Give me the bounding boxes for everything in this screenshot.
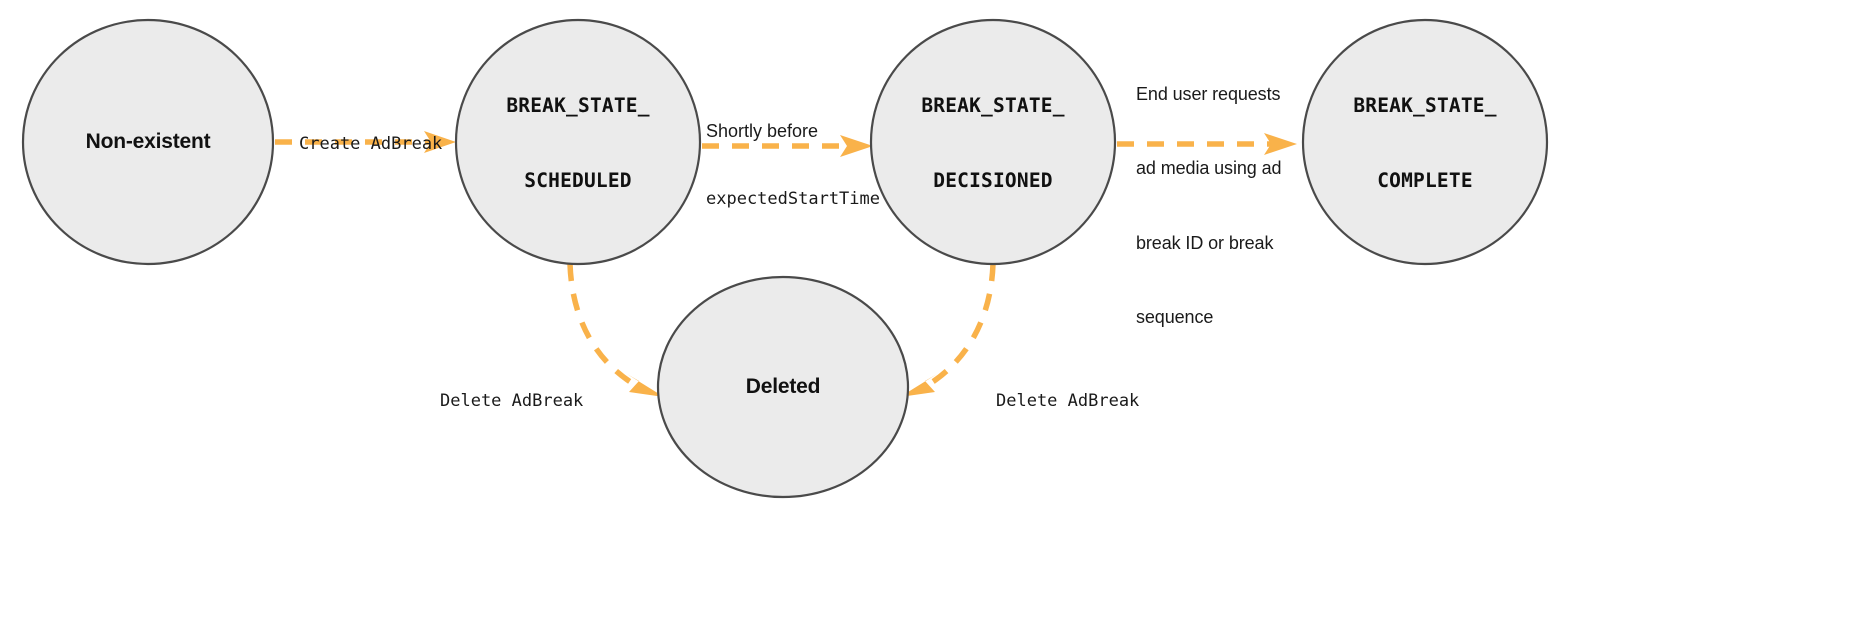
edge-delete-adbreak-from-scheduled[interactable] (567, 263, 664, 397)
edge-label-shortly-before-expected-start-time: Shortly before expectedStartTime (706, 75, 880, 256)
edge-label-delete-adbreak-from-scheduled: Delete AdBreak (440, 343, 583, 460)
edge-end-user-requests-ad-media[interactable] (1117, 133, 1297, 155)
edge-create-adbreak[interactable] (275, 131, 456, 153)
edge-label-line: Delete AdBreak (440, 390, 584, 411)
edge-layer (275, 131, 1297, 397)
edge-label-create-adbreak: Create AdBreak (299, 86, 442, 203)
edge-label-line: End user requests (1136, 83, 1281, 104)
edge-label-line: break ID or break (1136, 232, 1274, 253)
node-break-state-scheduled[interactable] (454, 18, 702, 266)
node-deleted[interactable] (656, 275, 910, 499)
edge-end-user-requests-arrowhead (1264, 133, 1297, 155)
edge-label-line: Create AdBreak (299, 133, 443, 154)
edge-shortly-before-expected-start-time[interactable] (702, 135, 873, 157)
edge-delete-adbreak-from-decisioned[interactable] (900, 263, 996, 397)
edge-create-adbreak-arrowhead (424, 131, 456, 153)
edge-delete-from-decisioned-arrowhead (900, 374, 937, 397)
node-break-state-decisioned[interactable] (869, 18, 1117, 266)
edge-delete-from-scheduled-line (567, 263, 634, 386)
edge-delete-from-decisioned-line (929, 263, 996, 386)
edge-label-delete-adbreak-from-decisioned: Delete AdBreak (996, 343, 1139, 460)
edge-label-end-user-requests-ad-media: End user requests ad media using ad brea… (1136, 32, 1282, 380)
node-non-existent[interactable] (21, 18, 275, 266)
edge-shortly-before-arrowhead (840, 135, 873, 157)
edge-label-line: Shortly before (706, 121, 819, 142)
edge-delete-from-scheduled-arrowhead (627, 374, 664, 397)
edge-label-line: expectedStartTime (706, 189, 880, 210)
node-break-state-complete[interactable] (1301, 18, 1549, 266)
node-layer (21, 18, 1549, 499)
edge-label-line: sequence (1136, 307, 1214, 328)
edge-label-line: Delete AdBreak (996, 390, 1140, 411)
edge-label-line: ad media using ad (1136, 158, 1282, 179)
